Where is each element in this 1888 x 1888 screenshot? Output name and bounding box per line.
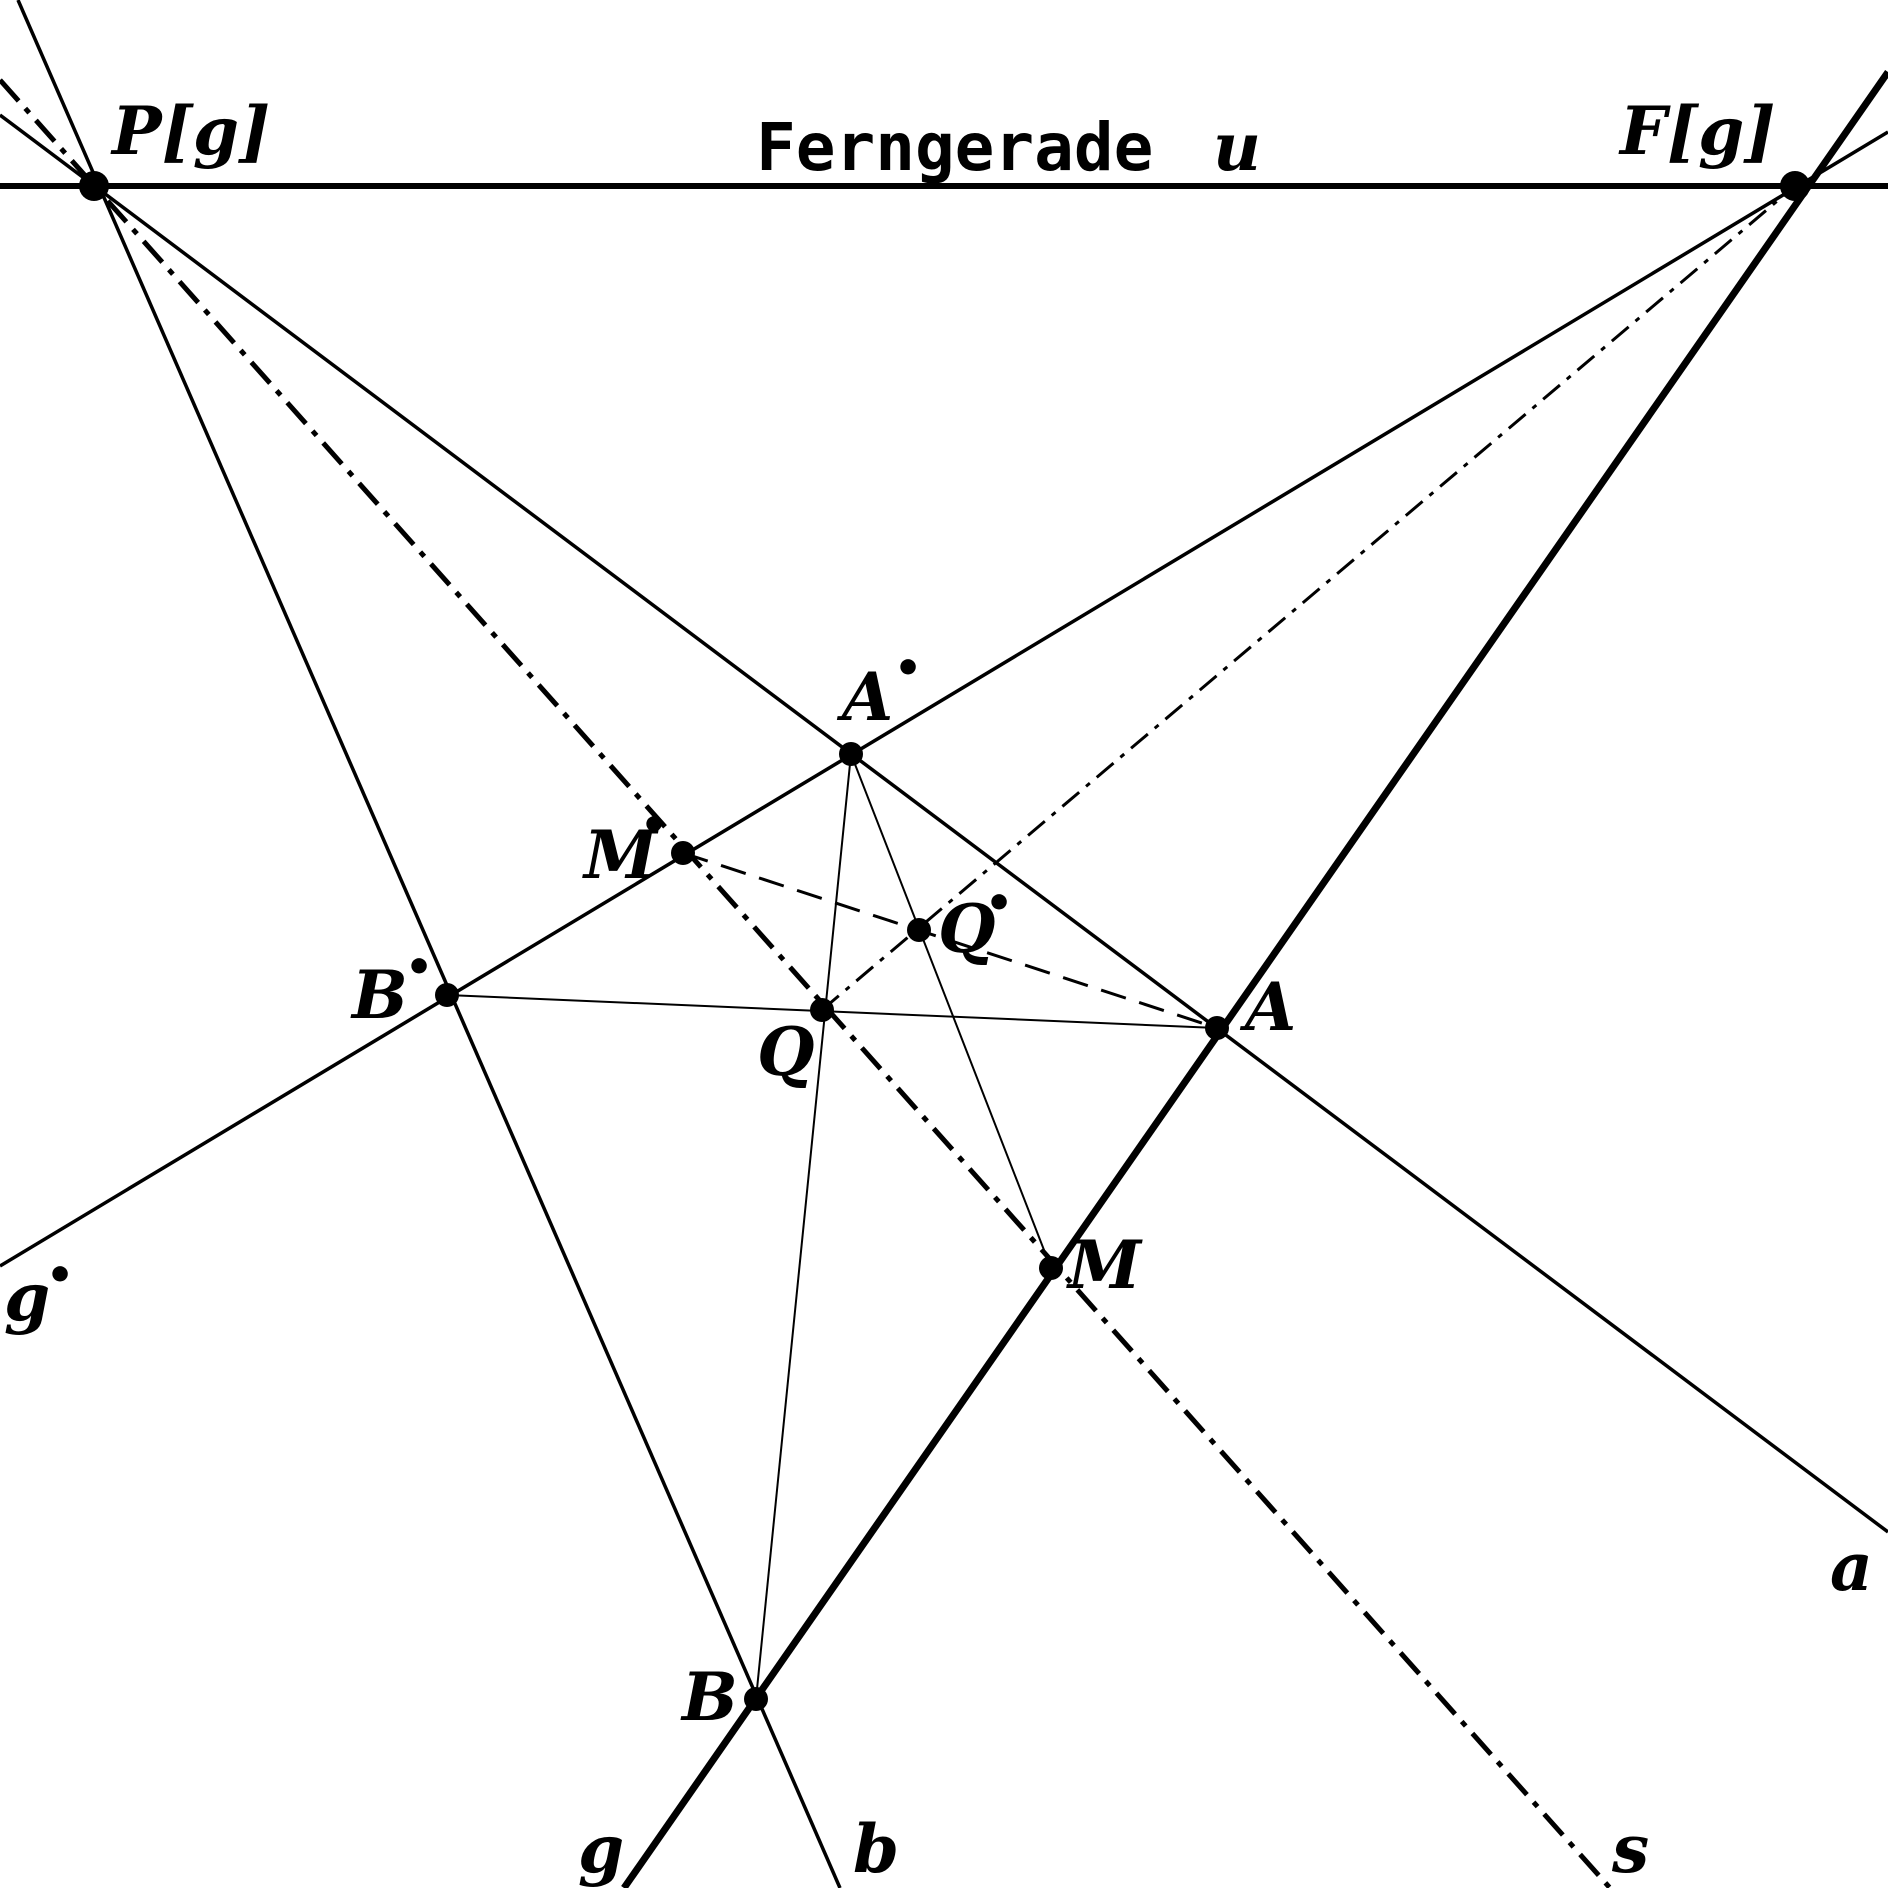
label-bstar-mark: • xyxy=(405,942,433,993)
label-bstar: B xyxy=(350,956,408,1034)
line-b xyxy=(16,0,842,1888)
label-line-s: s xyxy=(1611,1810,1649,1888)
point-pg xyxy=(79,171,109,201)
label-g-star: g xyxy=(4,1258,50,1336)
title-ferngerade: Ferngerade xyxy=(756,109,1153,186)
label-qstar-mark: • xyxy=(985,878,1013,929)
label-mstar-mark: • xyxy=(640,800,668,851)
label-pg: P[g] xyxy=(110,92,270,170)
point-astar xyxy=(839,742,863,766)
line-mstar-a-dashed xyxy=(682,851,1218,1030)
diagram-points xyxy=(79,171,1810,1711)
line-astar-m xyxy=(850,753,1052,1269)
label-fg: F[g] xyxy=(1618,92,1775,170)
point-fg xyxy=(1780,171,1810,201)
point-b xyxy=(744,1687,768,1711)
point-qstar xyxy=(907,918,931,942)
line-s xyxy=(0,78,1612,1888)
label-g-star-mark: • xyxy=(46,1250,74,1301)
label-b-point: B xyxy=(680,1658,738,1736)
point-a xyxy=(1205,1016,1229,1040)
line-astar-b xyxy=(755,753,852,1700)
label-a: A xyxy=(1239,968,1296,1046)
label-astar-mark: • xyxy=(894,643,922,694)
label-line-a: a xyxy=(1830,1528,1873,1606)
line-g-star xyxy=(0,130,1888,1268)
label-astar: A xyxy=(836,658,893,736)
line-q-qstar-fg xyxy=(821,184,1796,1012)
title-var-u: u xyxy=(1213,108,1261,186)
point-q xyxy=(810,998,834,1022)
label-qstar: Q xyxy=(938,890,996,968)
point-mstar xyxy=(671,841,695,865)
label-line-b: b xyxy=(853,1810,899,1888)
label-m: M xyxy=(1066,1226,1143,1304)
diagram-labels: Ferngerade u P[g] F[g] A • M • Q • B • Q… xyxy=(4,92,1873,1888)
point-m xyxy=(1039,1256,1063,1280)
point-bstar xyxy=(435,983,459,1007)
label-q: Q xyxy=(757,1013,815,1091)
label-line-g: g xyxy=(578,1810,624,1888)
label-mstar: M xyxy=(582,816,659,894)
line-a xyxy=(0,113,1888,1534)
line-g xyxy=(621,70,1888,1888)
